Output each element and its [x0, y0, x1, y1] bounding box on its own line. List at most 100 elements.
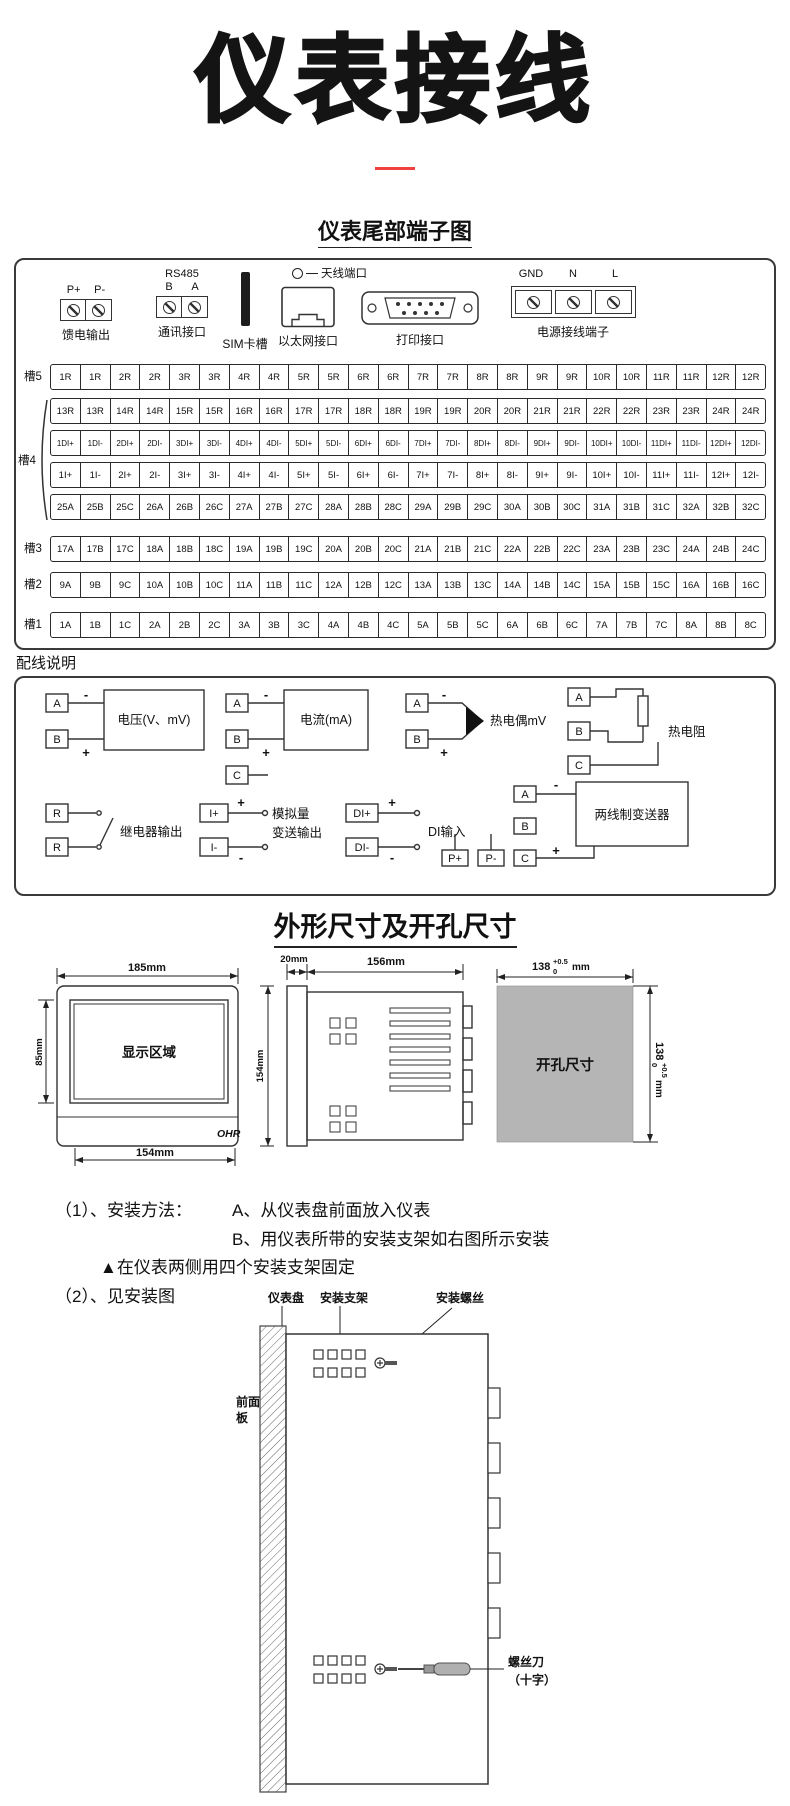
terminal-cell: 28B	[347, 495, 378, 519]
slot4-label: 槽4	[18, 455, 36, 467]
terminal-cell: 13B	[437, 573, 467, 597]
terminal-label: I+	[209, 808, 218, 820]
terminal-cell: 17R	[288, 399, 318, 423]
terminal-label: P-	[486, 853, 497, 865]
screwdriver-label-2: （十字）	[508, 1672, 556, 1687]
terminal-cell: 22C	[556, 537, 587, 561]
terminal-cell: 6R	[377, 365, 408, 389]
terminal-row-analog-out: 1I+1I-2I+2I-3I+3I-4I+4I-5I+5I-6I+6I-7I+7…	[50, 462, 766, 488]
terminal-label: A	[413, 698, 421, 710]
terminal-label: B	[53, 734, 60, 746]
screw-icon	[526, 295, 540, 309]
bracket-bottom	[313, 1655, 397, 1684]
terminal-cell: 1DI-	[79, 431, 110, 455]
terminal-cell: 5C	[467, 613, 497, 637]
terminal-cell: 13R	[79, 399, 110, 423]
terminal-cell: 3DI-	[198, 431, 229, 455]
terminal-cell: 2A	[139, 613, 169, 637]
terminal-cell: 31A	[586, 495, 616, 519]
terminal-cell: 31C	[645, 495, 676, 519]
terminal-label: A	[521, 789, 529, 801]
terminal-cell: 15B	[616, 573, 646, 597]
terminal-cell: 19B	[258, 537, 289, 561]
terminal-cell: 7I-	[437, 463, 467, 487]
minus-sign: -	[84, 687, 88, 702]
terminal-cell: 8DI-	[496, 431, 527, 455]
terminal-cell: 2R	[139, 365, 169, 389]
dim-cutout-height-unit: mm	[653, 1080, 664, 1098]
cutout-label: 开孔尺寸	[536, 1056, 594, 1074]
terminal-label: P+	[448, 853, 462, 865]
terminal-cell: 22R	[586, 399, 616, 423]
terminal-cell: 16A	[675, 573, 706, 597]
terminal-cell: 22A	[496, 537, 527, 561]
terminal-cell: 21B	[437, 537, 467, 561]
analog-out-label-2: 变送输出	[272, 825, 322, 840]
terminal-cell: 11R	[645, 365, 676, 389]
antenna-leader-line	[306, 272, 318, 274]
terminal-label: DI-	[355, 842, 370, 854]
comm-label: 通讯接口	[157, 325, 206, 339]
wiring-rtd	[567, 687, 659, 775]
terminal-label: DI+	[353, 808, 370, 820]
cutout-square	[496, 985, 634, 1143]
wiring-panel: A B - + 电压(V、mV) A B C - + 电流(mA) A	[14, 676, 776, 896]
wiring-current	[225, 689, 369, 785]
terminal-cell: 12B	[347, 573, 378, 597]
terminal-cell: 1A	[59, 619, 72, 631]
terminal-cell: 9B	[79, 573, 110, 597]
terminal-label: B	[165, 281, 173, 293]
plus-sign: +	[552, 843, 560, 858]
terminal-cell: 20C	[377, 537, 408, 561]
wiring-notes-heading: 配线说明	[16, 655, 77, 672]
terminal-cell: 4DI+	[228, 431, 259, 455]
terminal-cell: 3I+	[169, 463, 199, 487]
front-view	[56, 985, 239, 1147]
terminal-cell: 12DI+	[705, 431, 736, 455]
terminal-cell: 3R	[169, 365, 199, 389]
terminal-cell: 3DI+	[169, 431, 199, 455]
terminal-cell: 7A	[586, 613, 616, 637]
screw-icon	[188, 300, 201, 314]
antenna-port-icon	[292, 267, 303, 279]
minus-sign: -	[554, 777, 558, 792]
terminal-cell: 19A	[228, 537, 259, 561]
terminal-cell: 9I-	[556, 463, 587, 487]
terminal-cell: 15R	[169, 399, 199, 423]
dim-cutout-tol-upper: +0.5	[553, 957, 568, 966]
terminal-cell: 10R	[586, 365, 616, 389]
terminal-cell: 30A	[496, 495, 527, 519]
screw-terminal	[60, 299, 86, 321]
dim-display-height: 85mm	[34, 1038, 45, 1065]
terminal-cell: 24B	[705, 537, 736, 561]
terminal-cell: 9DI-	[556, 431, 587, 455]
terminal-cell: 25A	[56, 501, 74, 513]
terminal-cell: 4B	[347, 613, 378, 637]
terminal-cell: 7DI+	[407, 431, 438, 455]
terminal-cell: 31B	[616, 495, 646, 519]
wiring-transmitter	[441, 781, 689, 867]
dim-front-width: 185mm	[128, 962, 166, 974]
display-area-label: 显示区域	[122, 1044, 176, 1060]
dim-cutout-width: 138	[532, 961, 550, 973]
terminal-cell: 4DI-	[258, 431, 289, 455]
terminal-cell: 12R	[735, 365, 765, 389]
plus-sign: +	[82, 745, 90, 760]
feed-output-label: 馈电输出	[61, 328, 110, 342]
terminal-section-heading: 仪表尾部端子图	[0, 214, 790, 248]
terminal-cell: 5R	[288, 365, 318, 389]
terminal-cell: 20R	[496, 399, 527, 423]
terminal-cell: 28C	[377, 495, 408, 519]
terminal-label: I-	[211, 842, 218, 854]
terminal-section-heading-text: 仪表尾部端子图	[317, 219, 472, 248]
bracket-top	[313, 1349, 397, 1378]
dimensions-section-heading: 外形尺寸及开孔尺寸	[0, 905, 790, 948]
terminal-cell: 12I+	[705, 463, 736, 487]
print-port-label: 打印接口	[395, 333, 444, 347]
terminal-cell: 2DI+	[109, 431, 140, 455]
terminal-cell: 21R	[526, 399, 557, 423]
dim-case-depth: 156mm	[367, 956, 405, 968]
terminal-cell: 6B	[526, 613, 557, 637]
terminal-cell: 18R	[347, 399, 378, 423]
terminal-cell: 25C	[109, 495, 140, 519]
